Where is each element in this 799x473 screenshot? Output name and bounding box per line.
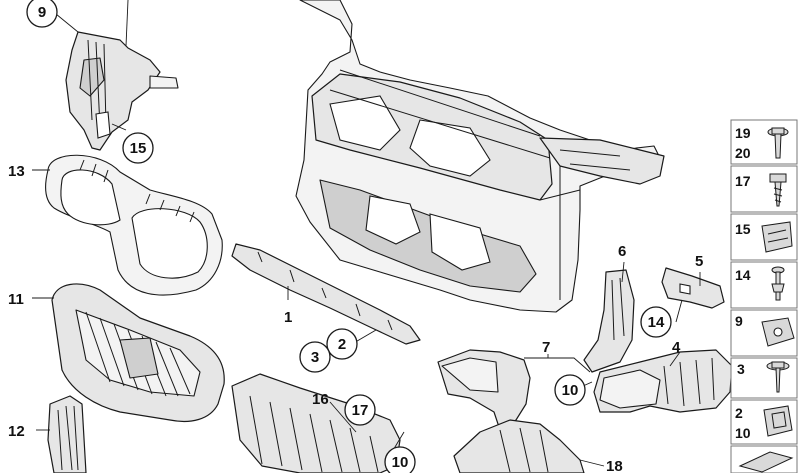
callout-10-bottom: 10 [384, 446, 416, 473]
legend-row-screw-washer: 19 20 [730, 119, 798, 165]
callout-11: 11 [8, 291, 24, 308]
legend-label: 19 [735, 125, 751, 141]
callout-label: 6 [618, 243, 626, 260]
legend-label: 9 [735, 313, 743, 329]
leader-lines [32, 0, 701, 467]
legend-row-nut-clip: 9 [730, 309, 798, 357]
callout-label: 12 [8, 423, 25, 440]
callout-label: 18 [606, 458, 623, 473]
part-16-air-guide [231, 373, 401, 473]
nut-clip-icon [761, 317, 795, 347]
callout-label: 10 [392, 454, 409, 471]
callout-1: 1 [284, 309, 292, 326]
callout-label: 4 [672, 339, 681, 356]
callout-12: 12 [8, 423, 25, 440]
callout-15: 15 [122, 132, 154, 164]
part-11-grille [51, 283, 225, 423]
part-7-duct [437, 349, 531, 431]
callout-label: 11 [8, 291, 24, 308]
legend-row-flange-screw: 3 [730, 357, 798, 399]
callout-label: 16 [312, 391, 329, 408]
callout-18: 18 [606, 458, 623, 473]
part-9-bracket [65, 31, 179, 151]
part-6-bracket [583, 269, 635, 373]
callout-10-right: 10 [554, 374, 586, 406]
legend-row-strip [730, 445, 798, 473]
legend-row-screw: 17 [730, 165, 798, 213]
callout-7: 7 [542, 339, 550, 356]
callout-label: 13 [8, 163, 25, 180]
hardware-legend: 19 20 17 15 [730, 119, 798, 473]
callout-5: 5 [695, 253, 703, 270]
callout-label: 7 [542, 339, 550, 356]
legend-row-nut: 2 10 [730, 399, 798, 445]
speed-nut-icon [763, 405, 793, 437]
legend-label: 20 [735, 145, 751, 161]
radiator-support-frame [295, 0, 665, 313]
callout-label: 5 [695, 253, 703, 270]
legend-row-clip: 15 [730, 213, 798, 261]
callout-6: 6 [618, 243, 626, 260]
legend-label: 15 [735, 221, 751, 237]
part-1-brace [231, 243, 421, 345]
legend-label: 2 [735, 405, 743, 421]
spring-clip-icon [761, 221, 793, 253]
legend-label: 10 [735, 425, 751, 441]
part-13-grille [44, 154, 223, 296]
callout-14: 14 [640, 306, 672, 338]
callout-4: 4 [672, 339, 681, 356]
callout-label: 2 [338, 336, 346, 353]
callout-13: 13 [8, 163, 25, 180]
callout-3: 3 [299, 341, 331, 373]
part-12-bracket [47, 395, 87, 473]
callout-2: 2 [326, 328, 358, 360]
flange-screw-icon [766, 361, 790, 393]
part-18-duct [453, 419, 585, 473]
callout-label: 9 [38, 4, 46, 21]
callout-label: 15 [130, 140, 147, 157]
expanding-rivet-icon [771, 266, 785, 301]
callout-16: 16 [312, 391, 329, 408]
tapping-screw-icon [769, 173, 787, 207]
legend-label: 17 [735, 173, 751, 189]
legend-row-rivet: 14 [730, 261, 798, 309]
callout-9: 9 [26, 0, 58, 28]
callout-17: 17 [344, 394, 376, 426]
callout-label: 14 [648, 314, 665, 331]
screw-washer-icon [767, 127, 789, 159]
legend-label: 14 [735, 267, 751, 283]
callout-label: 10 [562, 382, 579, 399]
legend-label: 3 [737, 361, 745, 377]
callout-label: 3 [311, 349, 319, 366]
gasket-strip-icon [738, 451, 794, 473]
callout-label: 17 [352, 402, 369, 419]
part-4-duct [593, 349, 733, 413]
callout-label: 1 [284, 309, 292, 326]
part-5-bracket [661, 267, 725, 309]
